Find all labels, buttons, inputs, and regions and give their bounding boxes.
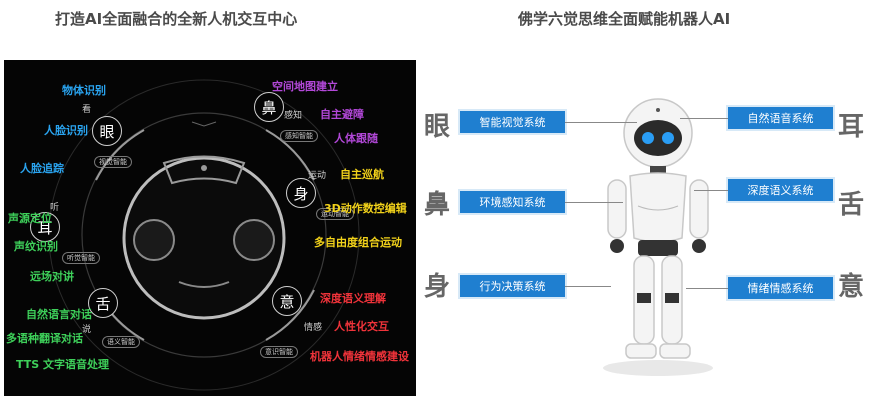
feature-semantic-understanding: 深度语义理解 xyxy=(320,292,386,305)
calligraphy-mind: 意 xyxy=(838,272,865,302)
feature-sound-localization: 声源定位 xyxy=(8,212,52,225)
calligraphy-tongue: 舌 xyxy=(838,190,865,220)
sense-mind-circle: 意 xyxy=(272,286,302,316)
calligraphy-nose: 鼻 xyxy=(424,190,451,220)
robot-face-graphic xyxy=(48,79,360,391)
feature-emotion: 机器人情绪情感建设 xyxy=(310,350,409,363)
system-decision: 行为决策系统 xyxy=(460,275,565,297)
feature-far-field: 远场对讲 xyxy=(30,270,74,283)
module-cognition: 意识智能 xyxy=(260,346,298,358)
verb-feel: 情感 xyxy=(304,323,323,333)
feature-dof-motion: 多自由度组合运动 xyxy=(314,236,402,249)
module-motion: 运动智能 xyxy=(316,208,354,220)
right-title: 佛学六觉思维全面赋能机器人AI xyxy=(518,10,731,28)
calligraphy-ear: 耳 xyxy=(838,112,865,142)
calligraphy-eye: 眼 xyxy=(424,112,451,142)
system-vision: 智能视觉系统 xyxy=(460,111,565,133)
feature-face-tracking: 人脸追踪 xyxy=(20,162,64,175)
feature-translation: 多语种翻译对话 xyxy=(6,332,83,345)
calligraphy-body: 身 xyxy=(424,272,451,302)
left-title: 打造AI全面融合的全新人机交互中心 xyxy=(55,10,298,28)
verb-move: 运动 xyxy=(308,171,327,181)
feature-face-recognition: 人脸识别 xyxy=(44,124,88,137)
module-perception: 感知智能 xyxy=(280,130,318,142)
connector-voice xyxy=(680,118,728,119)
feature-personalized: 人性化交互 xyxy=(334,320,389,333)
feature-mapping: 空间地图建立 xyxy=(272,80,338,93)
robot-illustration xyxy=(603,98,713,376)
verb-perceive: 感知 xyxy=(284,111,303,121)
sense-ear-circle: 耳 xyxy=(30,212,60,242)
system-semantic: 深度语义系统 xyxy=(728,179,833,201)
connector-emotion xyxy=(686,288,728,289)
module-hearing: 听觉智能 xyxy=(62,252,100,264)
six-sense-diagram: 眼 鼻 身 耳 舌 意 智能视觉系统 环境感知系统 行为决策系统 自然语音系统 … xyxy=(418,60,873,396)
system-emotion: 情绪情感系统 xyxy=(728,277,833,299)
verb-see: 看 xyxy=(82,105,92,115)
feature-voiceprint: 声纹识别 xyxy=(14,240,58,253)
sense-eye-circle: 眼 xyxy=(92,116,122,146)
connector-semantic xyxy=(694,190,728,191)
connector-decision xyxy=(565,286,611,287)
system-voice: 自然语音系统 xyxy=(728,107,833,129)
sense-tongue-circle: 舌 xyxy=(88,288,118,318)
module-semantic: 语义智能 xyxy=(102,336,140,348)
feature-motion-programming: 3D动作数控编辑 xyxy=(324,202,407,215)
feature-object-recognition: 物体识别 xyxy=(62,84,106,97)
module-vision: 视觉智能 xyxy=(94,156,132,168)
system-environment: 环境感知系统 xyxy=(460,191,565,213)
verb-speak: 说 xyxy=(82,325,92,335)
feature-obstacle-avoidance: 自主避障 xyxy=(320,108,364,121)
sense-nose-circle: 鼻 xyxy=(254,92,284,122)
sense-body-circle: 身 xyxy=(286,178,316,208)
feature-tts: TTS 文字语音处理 xyxy=(16,358,110,371)
sense-diagram: 眼 耳 舌 鼻 身 意 看 听 说 感知 运动 情感 视觉智能 听觉智能 语义智… xyxy=(4,60,416,396)
verb-listen: 听 xyxy=(50,203,60,213)
connector-environment xyxy=(565,202,623,203)
connector-vision xyxy=(565,122,637,123)
feature-natural-dialogue: 自然语言对话 xyxy=(26,308,92,321)
feature-following: 人体跟随 xyxy=(334,132,378,145)
feature-patrol: 自主巡航 xyxy=(340,168,384,181)
